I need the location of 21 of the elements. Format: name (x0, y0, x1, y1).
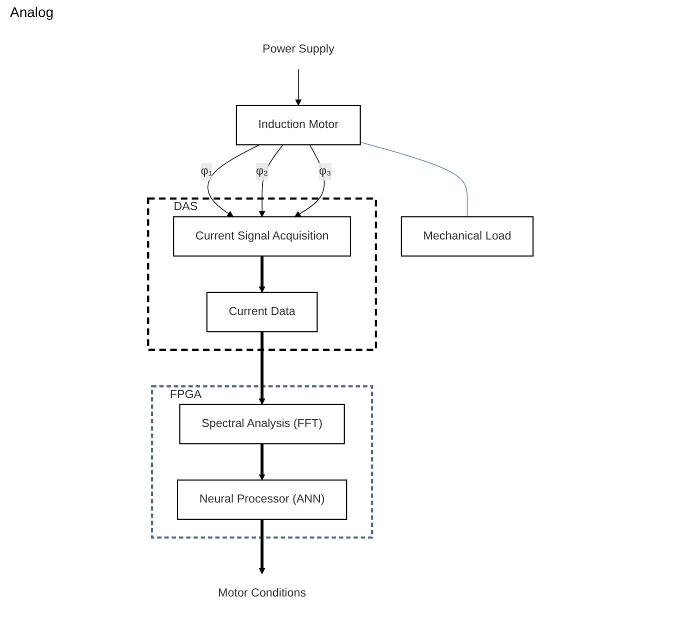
node-text: Power Supply (262, 42, 335, 56)
node-box: Induction Motor (236, 104, 362, 146)
note-text: Analog (10, 4, 54, 20)
arrow (259, 519, 266, 574)
arrow (259, 444, 266, 480)
node-box: Current Data (206, 292, 318, 332)
arrow (259, 256, 266, 293)
arrow (294, 144, 326, 218)
node-box: Current Signal Acquisition (173, 216, 352, 257)
arrow (259, 332, 266, 405)
node-text: Motor Conditions (218, 586, 306, 600)
connector (360, 142, 468, 218)
arrow (259, 144, 284, 218)
node-box: Spectral Analysis (FFT) (180, 404, 346, 444)
edge-label: φ₂ (256, 165, 268, 178)
edge-label: φ₁ (201, 165, 213, 178)
arrow (208, 144, 260, 218)
arrow (296, 68, 302, 106)
node-box: Neural Processor (ANN) (177, 480, 348, 520)
edge-label: φ₃ (319, 165, 332, 178)
node-box: Mechanical Load (401, 216, 534, 257)
